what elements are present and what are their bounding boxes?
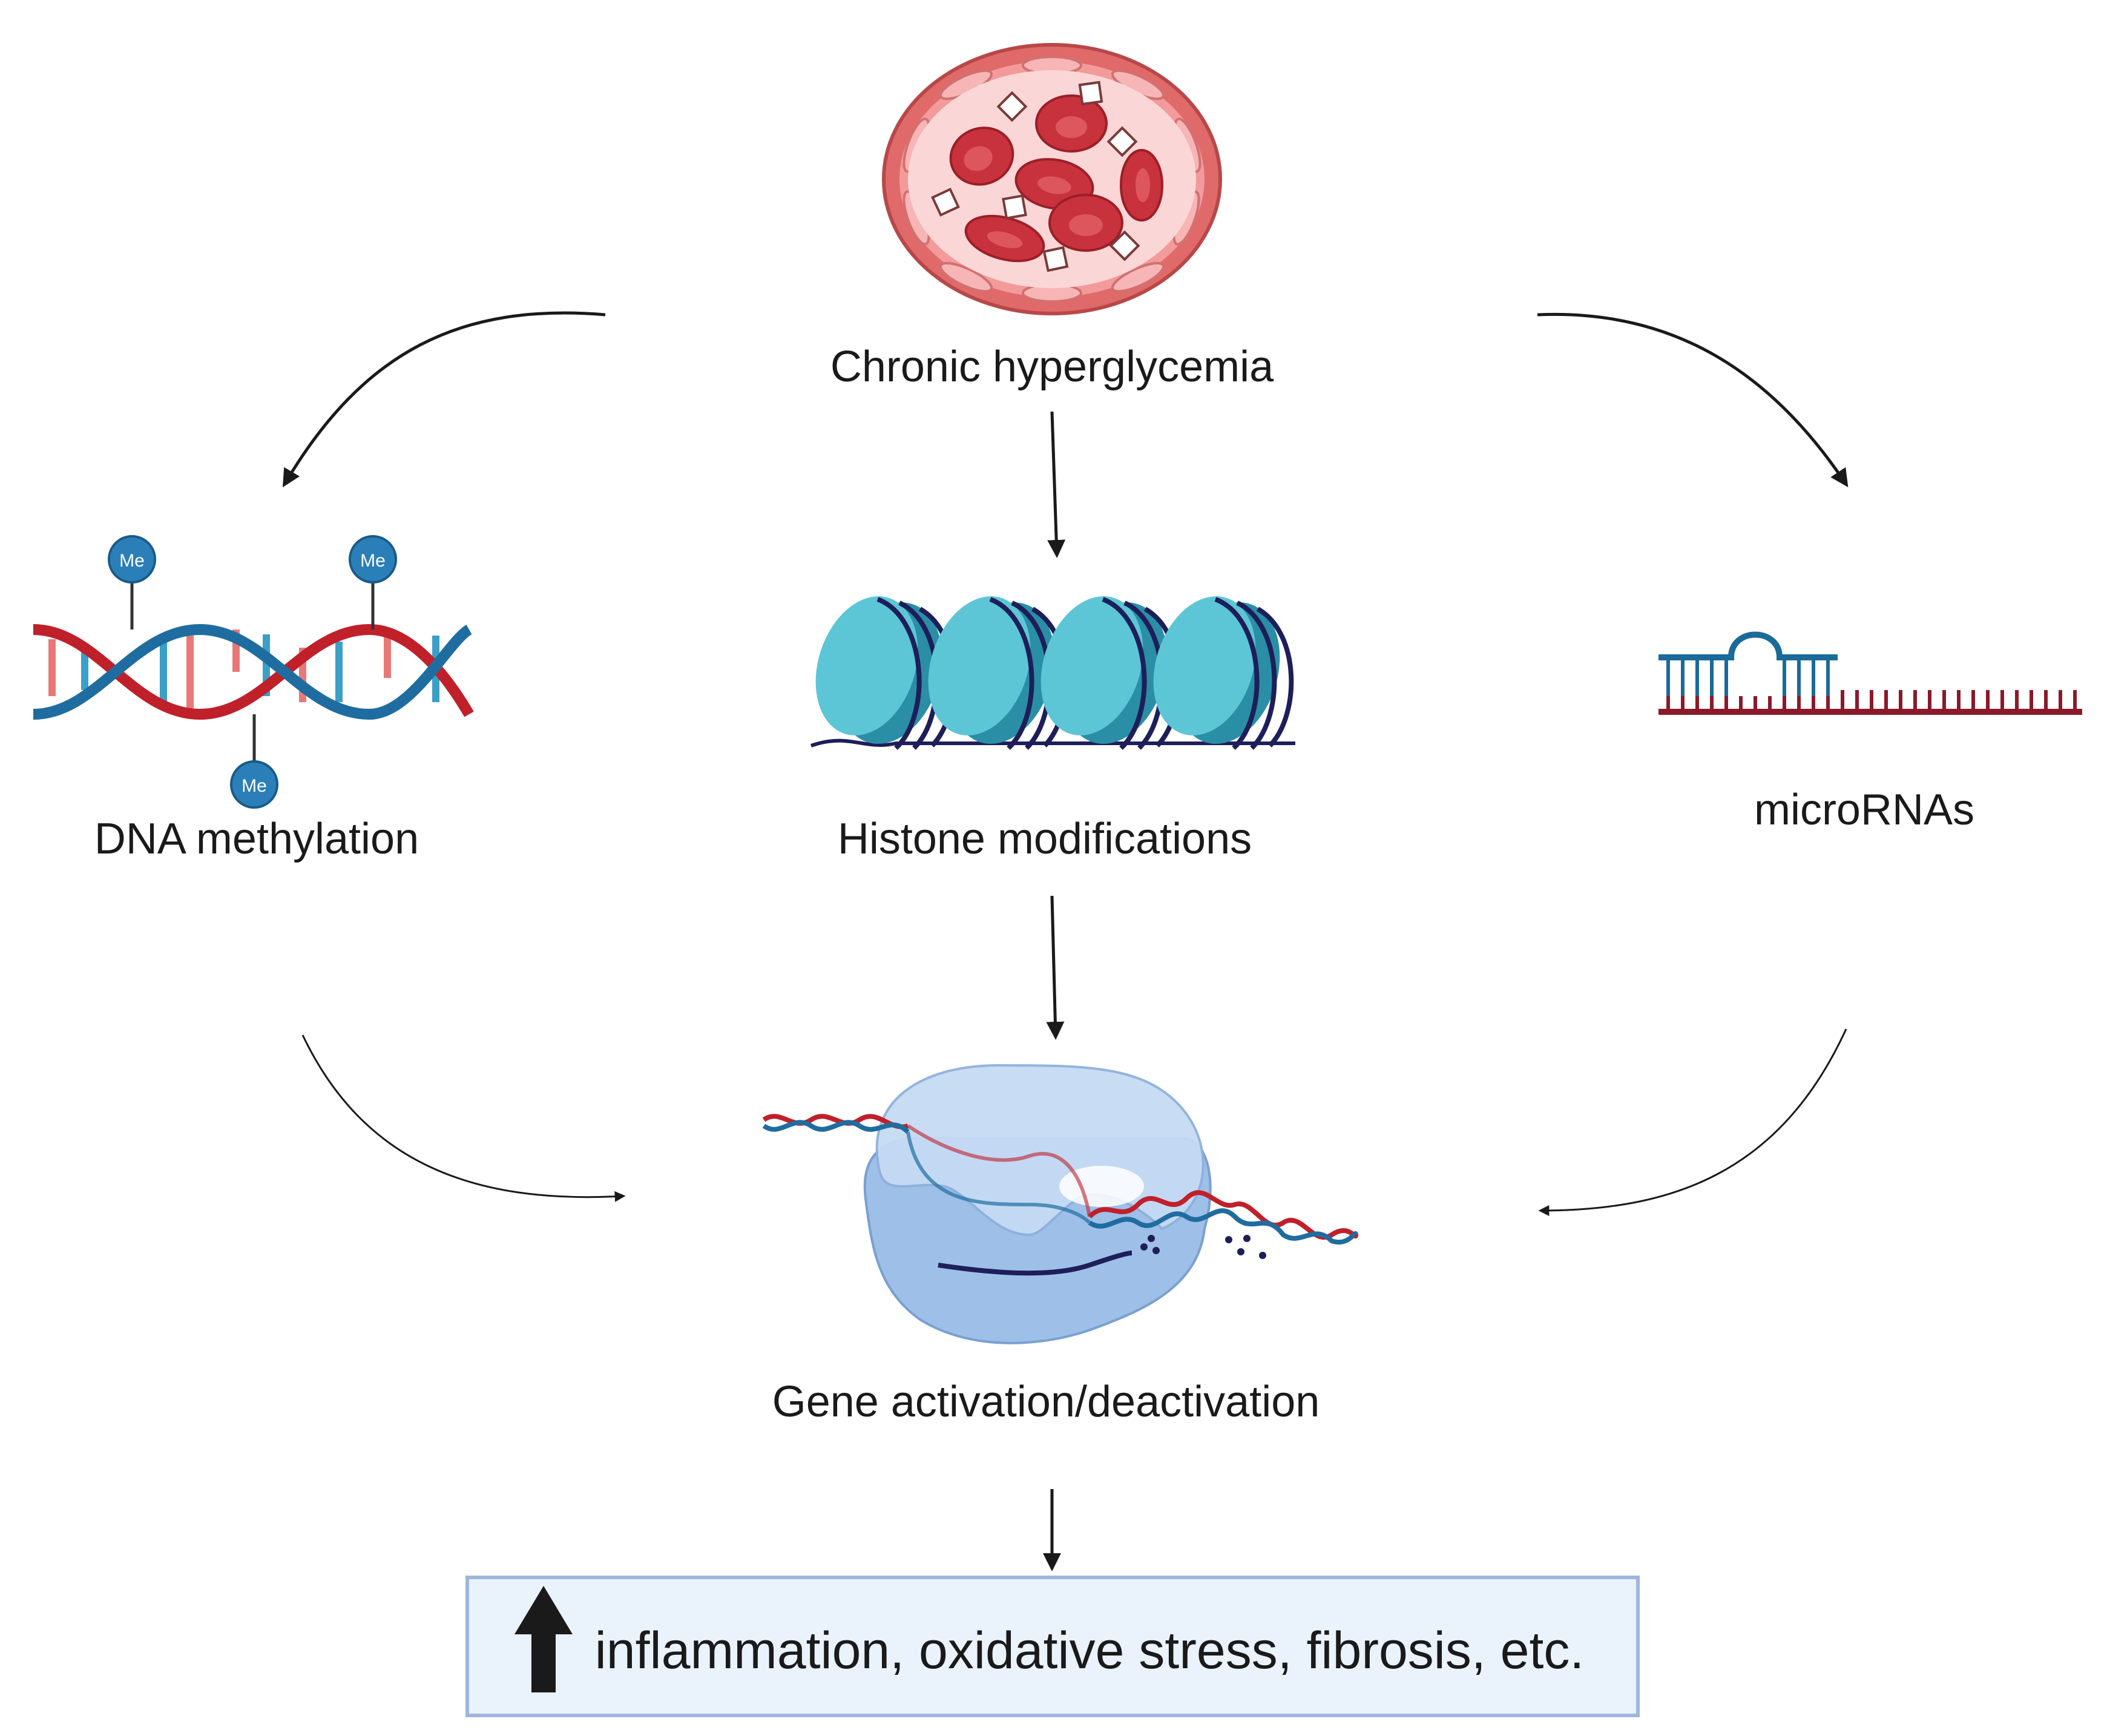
dna-helix-icon: Me Me Me xyxy=(33,535,474,809)
outcome-label: inflammation, oxidative stress, fibrosis… xyxy=(595,1622,1585,1680)
red-blood-cells xyxy=(949,94,1163,263)
methyl-label: Me xyxy=(360,551,386,571)
methyl-markers: Me Me Me xyxy=(108,535,397,809)
histone-cylinder xyxy=(815,596,1294,750)
arrow-to-histone xyxy=(1047,411,1066,558)
gene-activation-label: Gene activation/deactivation xyxy=(772,1378,1320,1426)
outcome-box: inflammation, oxidative stress, fibrosis… xyxy=(465,1576,1640,1717)
dna-methylation-label: DNA methylation xyxy=(94,815,419,863)
arrows xyxy=(282,311,1849,1571)
histone-modifications-label: Histone modifications xyxy=(838,815,1252,863)
arrow-dna-to-gene xyxy=(301,1034,626,1202)
microrna-icon xyxy=(1658,631,2082,715)
arrow-mirna-to-gene xyxy=(1538,1028,1847,1216)
arrow-histone-to-gene xyxy=(1046,895,1065,1040)
arrow-to-dna-methylation xyxy=(282,311,606,488)
up-arrow-icon xyxy=(514,1586,573,1692)
methyl-label: Me xyxy=(242,776,267,796)
glucose-icons xyxy=(931,81,1140,272)
micrornas-label: microRNAs xyxy=(1754,786,1974,834)
arrow-to-micrornas xyxy=(1537,312,1849,487)
nucleosome-icon xyxy=(810,596,1295,750)
blood-vessel-icon xyxy=(882,43,1222,315)
rna-polymerase-icon xyxy=(762,1064,1358,1344)
methyl-label: Me xyxy=(119,551,145,571)
hyperglycemia-label: Chronic hyperglycemia xyxy=(830,343,1274,391)
